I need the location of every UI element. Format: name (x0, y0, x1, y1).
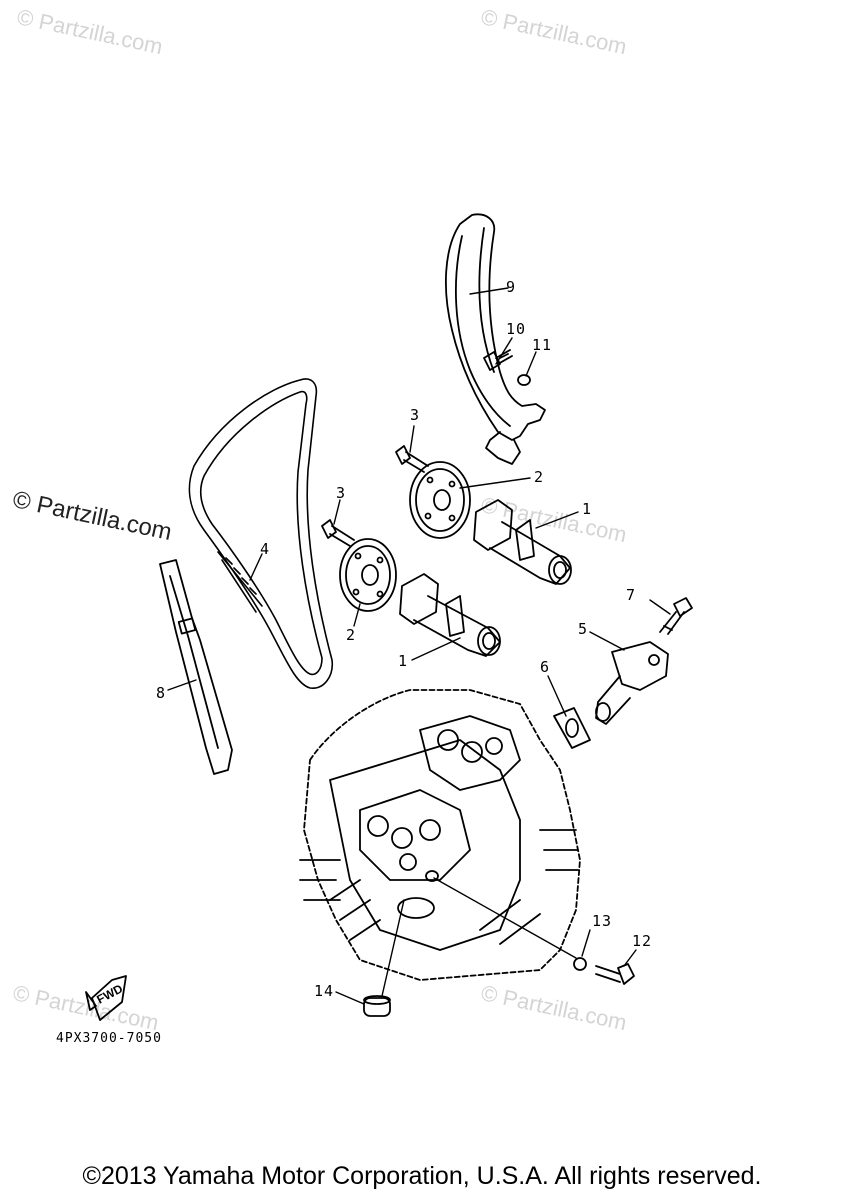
label-part-7: 7 (626, 586, 637, 604)
bolt-part-7 (659, 597, 693, 635)
sprocket-part-2-lower (339, 538, 397, 612)
label-part-8: 8 (156, 684, 167, 702)
label-part-2-lower: 2 (346, 626, 357, 644)
label-part-14: 14 (314, 982, 335, 1000)
label-part-1-lower: 1 (398, 652, 409, 670)
label-part-6: 6 (540, 658, 551, 676)
label-part-4: 4 (260, 540, 271, 558)
label-part-11: 11 (532, 336, 553, 354)
fwd-arrow-icon (85, 975, 127, 1021)
tensioner-part-5 (595, 641, 669, 725)
label-part-5: 5 (578, 620, 589, 638)
chain-guide-part-8 (159, 559, 233, 775)
label-part-3-lower: 3 (336, 484, 347, 502)
washer-part-11 (517, 374, 531, 386)
bolt-part-10 (483, 349, 513, 371)
label-part-12: 12 (632, 932, 653, 950)
bolt-part-12 (595, 963, 635, 985)
sprocket-part-2-upper (409, 461, 471, 539)
bolt-part-3-lower (321, 519, 355, 547)
diagram-code: 4PX3700-7050 (56, 1031, 162, 1046)
camshaft-part-1-lower (399, 573, 501, 657)
label-part-3-upper: 3 (410, 406, 421, 424)
label-part-2-upper: 2 (534, 468, 545, 486)
copyright-notice: ©2013 Yamaha Motor Corporation, U.S.A. A… (82, 1162, 762, 1190)
label-part-13: 13 (592, 912, 613, 930)
label-part-9: 9 (506, 278, 517, 296)
chain-guide-part-9 (445, 213, 546, 465)
leader-lines (167, 287, 671, 1005)
dowel-part-14 (363, 995, 391, 1017)
camshaft-part-1-upper (473, 499, 572, 585)
label-part-10: 10 (506, 320, 527, 338)
cylinder-head (299, 689, 581, 981)
timing-chain-part-4 (188, 378, 334, 689)
label-part-1-upper: 1 (582, 500, 593, 518)
gasket-part-6 (553, 707, 591, 749)
oring-part-13 (573, 957, 587, 971)
